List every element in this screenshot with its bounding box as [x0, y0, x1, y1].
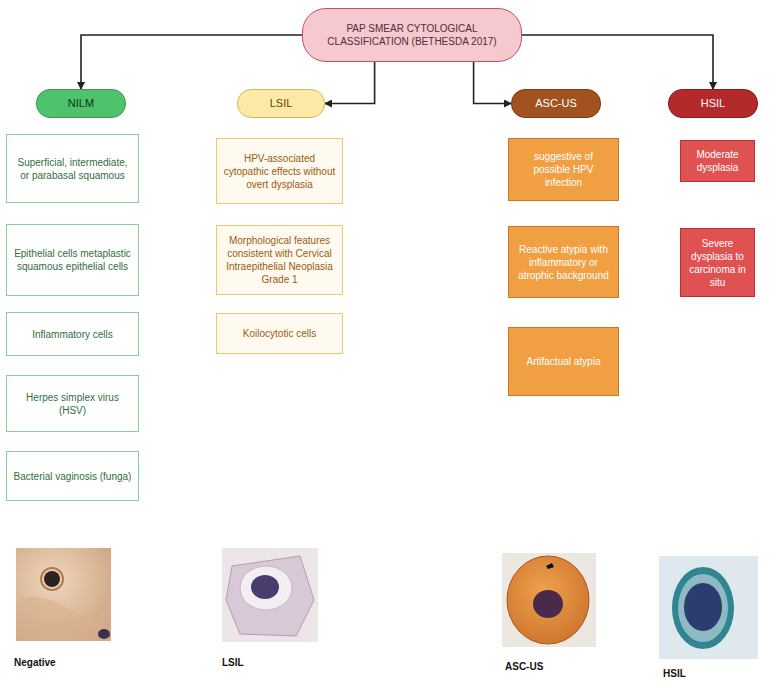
node-text: Epithelial cells metaplastic squamous ep… [13, 247, 132, 273]
arrow-connector [474, 62, 511, 104]
node-text: Artifactual atypia [527, 355, 601, 368]
node-text: HSIL [701, 96, 725, 110]
title-pill: PAP SMEAR CYTOLOGICAL CLASSIFICATION (BE… [302, 8, 522, 62]
node-text: HPV-associated cytopathic effects withou… [223, 152, 336, 191]
node-text: Severe dysplasia to carcinoma in situ [687, 237, 748, 289]
node-text: Moderate dysplasia [687, 148, 748, 174]
image-caption: LSIL [222, 657, 244, 668]
finding-box: Reactive atypia with inflammatory or atr… [508, 226, 619, 298]
negative-cell-image [16, 548, 111, 641]
finding-box: Herpes simplex virus (HSV) [6, 375, 139, 432]
arrow-connector [522, 35, 713, 89]
lsil-cell-image [222, 548, 318, 642]
finding-box: HPV-associated cytopathic effects withou… [216, 138, 343, 204]
node-text: Reactive atypia with inflammatory or atr… [515, 243, 612, 282]
node-text: Koilocytotic cells [243, 327, 316, 340]
node-text: suggestive of possible HPV infection [515, 150, 612, 189]
node-text: NILM [68, 96, 94, 110]
category-pill: NILM [36, 89, 126, 118]
node-text: Bacterial vaginosis (funga) [14, 470, 132, 483]
finding-box: Bacterial vaginosis (funga) [6, 451, 139, 501]
finding-box: Superficial, intermediate, or parabasal … [6, 134, 139, 203]
ascus-cell-image [502, 553, 596, 647]
finding-box: Morphological features consistent with C… [216, 225, 343, 295]
hsil-cell-image [659, 556, 758, 659]
category-pill: ASC-US [511, 89, 601, 118]
image-caption: HSIL [663, 668, 686, 679]
node-text: Inflammatory cells [32, 328, 113, 341]
finding-box: Koilocytotic cells [216, 313, 343, 354]
finding-box: Inflammatory cells [6, 312, 139, 356]
category-pill: HSIL [668, 89, 758, 118]
finding-box: suggestive of possible HPV infection [508, 138, 619, 201]
finding-box: Artifactual atypia [508, 327, 619, 396]
finding-box: Epithelial cells metaplastic squamous ep… [6, 224, 139, 296]
image-caption: Negative [14, 657, 56, 668]
arrow-connector [81, 35, 302, 89]
node-text: Superficial, intermediate, or parabasal … [13, 156, 132, 182]
finding-box: Severe dysplasia to carcinoma in situ [680, 228, 755, 297]
node-text: ASC-US [535, 96, 577, 110]
finding-box: Moderate dysplasia [680, 140, 755, 182]
arrow-connector [325, 62, 375, 104]
image-caption: ASC-US [505, 661, 543, 672]
node-text: Morphological features consistent with C… [223, 234, 336, 286]
category-pill: LSIL [237, 89, 325, 118]
node-text: PAP SMEAR CYTOLOGICAL CLASSIFICATION (BE… [317, 22, 507, 48]
node-text: Herpes simplex virus (HSV) [13, 391, 132, 417]
node-text: LSIL [270, 96, 293, 110]
